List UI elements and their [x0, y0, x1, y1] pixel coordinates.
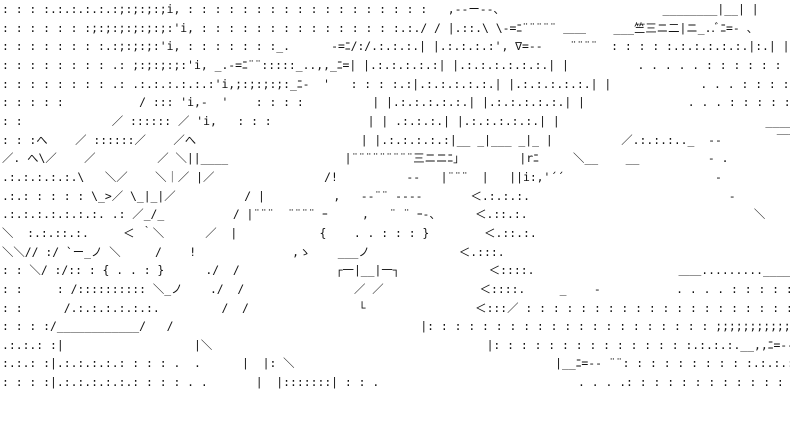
ascii-art-line: : : : : : : : : .: .:.:.:.:.:.:'i,;:;:;:…	[2, 76, 790, 91]
ascii-art-line: : : : :|.:.:.:.:.:.: : : : . . | |::::::…	[2, 375, 784, 390]
ascii-art-line: .:.:.:.:.:.:.:. .: ／_/_ / |¨¨¨ ¨¨¨¨ ｰ , …	[2, 207, 766, 222]
ascii-art-line: ／. へ\／ ／ ／ ＼||____ |¨¨¨¨¨¨¨¨¨三ニニﾆ」 |rﾆ ＼…	[2, 151, 729, 166]
ascii-art-text: : : : :.:.:.:.:.:;:;:;:;i, : : : : : : :…	[2, 2, 790, 390]
ascii-art-line: .:.: : : : : \_>／ \_|_|／ / | , ‐‐¨¨ ‐‐‐‐…	[2, 188, 736, 203]
ascii-art-line: : : : :.:.:.:.:.:;:;:;:;i, : : : : : : :…	[2, 2, 759, 16]
ascii-art-line: ＼＼// :/ `ー_ノ ＼ / ! ,ゝ ___ノ ＜.:::. ＼_::::…	[2, 244, 790, 259]
ascii-art-line: : : /.:.:.:.:.:.:. / / └ ＜:::／ : : : : :…	[2, 300, 790, 315]
ascii-art-line: : : : : : : :;:;:;:;:;:;:'i, : : : : : :…	[2, 20, 759, 35]
ascii-art-line: : : : :/____________/ / |: : : : : : : :…	[2, 319, 790, 334]
ascii-art-line: : : ＼/ :/:: : { . . : } ./ / ┌一|__|一┐ ＜:…	[2, 263, 790, 278]
ascii-art-line: : : : : : : : :.:;:;:;:'i, : : : : : : :…	[2, 39, 790, 54]
ascii-art-line: : : : : : / ::: 'i,- ' : : : : | |.:.:.:…	[2, 95, 790, 110]
ascii-art-line: : : : /:::::::::: ＼_ノ ./ / ／ ／ ＜::::. _ …	[2, 281, 790, 296]
ascii-art-line: .:.:.: :| |＼ |: : : : : : : : : : : : : …	[2, 337, 790, 352]
ascii-art-line: : : :へ ／ ::::::／ ／へ | |.:.:.:.:.:|__ _|_…	[2, 132, 790, 147]
ascii-art-line: : : : : : : : : .: ;:;:;:;:'i, _.-=ﾆ¨¨::…	[2, 57, 790, 72]
ascii-art-line: :.:.: :|.:.:.:.:.: : : : . . | |: ＼ |__ﾆ…	[2, 356, 790, 371]
ascii-art-line: .:.:.:.:.:.\ ＼／ ＼｜／ |／ /! ‐‐ |¨¨¨ | ||i:…	[2, 169, 722, 184]
ascii-art-line: ＼ :.:.::.:. ＜ ｀＼ ／ | { . . : : : } ＜.::.…	[2, 225, 790, 240]
ascii-art-line: : : ／ :::::: ／ 'i, : : : | | .:.:.:.| |.…	[2, 113, 790, 128]
